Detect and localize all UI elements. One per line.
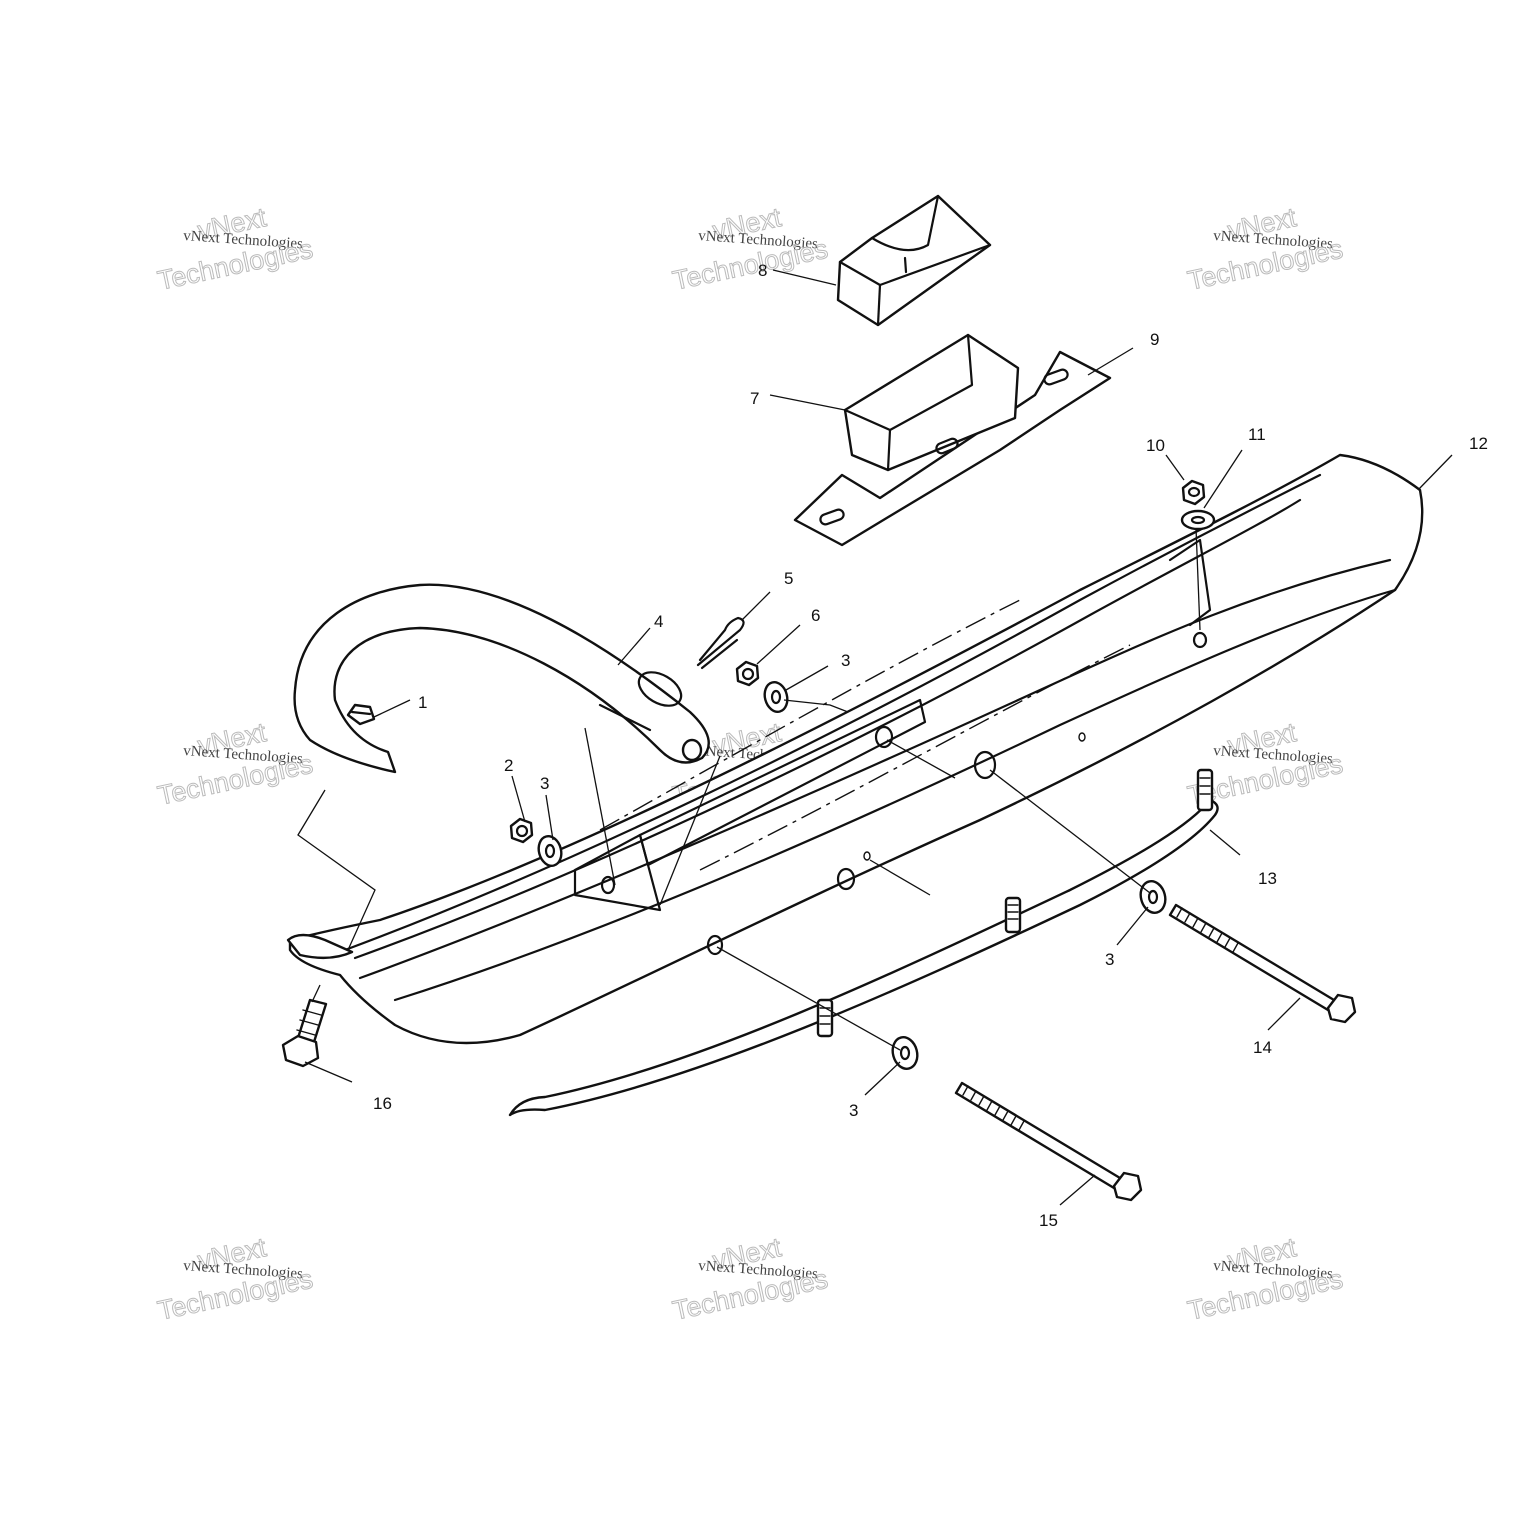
callout-13: 13 xyxy=(1258,869,1277,888)
part-11-washer xyxy=(1180,509,1216,531)
watermark-top-left: vNext vNext Technologies Technologies xyxy=(155,202,316,297)
callout-4: 4 xyxy=(654,612,663,631)
callout-1: 1 xyxy=(418,693,427,712)
callout-3-right: 3 xyxy=(1105,950,1114,969)
part-8-damper-block xyxy=(836,194,992,327)
watermark-mid-left: vNext vNext Technologies Technologies xyxy=(155,717,316,812)
part-1-retaining-clip xyxy=(346,703,376,726)
watermark-bottom-center: vNext vNext Technologies Technologies xyxy=(670,1232,831,1327)
callout-6: 6 xyxy=(811,606,820,625)
part-5-cotter-pin xyxy=(696,616,745,670)
part-12-ski-body xyxy=(286,453,1424,1045)
callout-3-upper: 3 xyxy=(841,651,850,670)
watermark-bottom-left: vNext vNext Technologies Technologies xyxy=(155,1232,316,1327)
alignment-lines xyxy=(297,527,1201,1051)
watermark-bottom-right: vNext vNext Technologies Technologies xyxy=(1185,1232,1346,1327)
callout-2: 2 xyxy=(504,756,513,775)
part-10-nut xyxy=(1181,479,1206,506)
callout-7: 7 xyxy=(750,389,759,408)
callout-8: 8 xyxy=(758,261,767,280)
callout-16: 16 xyxy=(373,1094,392,1113)
part-3-washer-right xyxy=(1139,880,1167,914)
callout-14: 14 xyxy=(1253,1038,1272,1057)
part-13-wear-bar xyxy=(508,768,1219,1117)
part-4-handle-loop xyxy=(293,583,710,774)
callout-3-bottom: 3 xyxy=(849,1101,858,1120)
callout-3-left: 3 xyxy=(540,774,549,793)
callout-11: 11 xyxy=(1248,425,1266,444)
part-9-mounting-plate xyxy=(793,350,1112,547)
part-6-nut xyxy=(735,660,760,687)
callout-9: 9 xyxy=(1150,330,1159,349)
callout-5: 5 xyxy=(784,569,793,588)
part-3-washer-bottom xyxy=(891,1036,919,1070)
callouts: 1 2 3 4 5 6 3 7 8 9 10 11 12 13 3 14 3 1… xyxy=(373,261,1488,1230)
part-2-nut xyxy=(509,817,534,844)
callout-15: 15 xyxy=(1039,1211,1058,1230)
callout-leaders xyxy=(304,269,1453,1206)
watermark-top-center: vNext vNext Technologies Technologies xyxy=(670,202,831,297)
callout-10: 10 xyxy=(1146,436,1165,455)
part-16-flange-bolt xyxy=(281,998,328,1068)
part-7-saddle-bracket xyxy=(843,333,1020,472)
callout-12: 12 xyxy=(1469,434,1488,453)
part-3-washer-left xyxy=(537,835,563,867)
watermark-top-right: vNext vNext Technologies Technologies xyxy=(1185,202,1346,297)
part-3-washer-upper xyxy=(763,681,789,713)
part-15-bolt xyxy=(954,1081,1143,1202)
part-14-bolt xyxy=(1168,903,1357,1024)
